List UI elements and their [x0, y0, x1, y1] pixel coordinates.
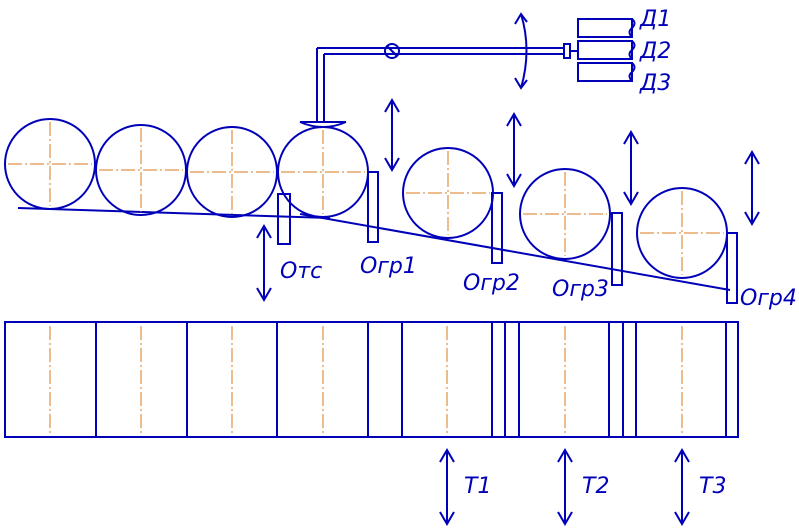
sensor-block-2 — [577, 40, 633, 60]
roll-1 — [4, 118, 96, 210]
pusher-2-arrow-icon — [557, 448, 573, 526]
limiter-3-arrow-icon — [623, 130, 639, 206]
limiter-2-plate — [491, 192, 503, 264]
limiter-1-plate — [367, 171, 379, 243]
sensor-label-1: Д1 — [639, 7, 671, 32]
pusher-label-1: Т1 — [464, 474, 491, 499]
rack-upper-line — [17, 207, 331, 219]
limiter-label-4: Огр4 — [740, 286, 797, 311]
limiter-1-arrow-icon — [384, 98, 400, 172]
pusher-1-arrow-icon — [439, 448, 455, 526]
sensor-blocks — [570, 18, 636, 82]
pusher-label-2: Т2 — [582, 474, 609, 499]
limiter-4-plate — [726, 232, 738, 304]
manipulator-pipe — [299, 43, 571, 128]
sensor-connector — [563, 43, 571, 59]
limiter-4-arrow-icon — [744, 150, 760, 226]
stopper-arrow-icon — [256, 224, 272, 302]
plan-centerlines — [49, 326, 683, 434]
motion-arrows — [256, 12, 760, 526]
limiter-3-plate — [611, 212, 623, 286]
pusher-3-arrow-icon — [674, 448, 690, 526]
sensor-label-3: Д3 — [639, 71, 671, 96]
roll-6 — [519, 168, 611, 260]
rolls-side-view — [4, 118, 738, 304]
roll-2 — [95, 124, 187, 216]
limiter-label-1: Огр1 — [360, 254, 417, 279]
pusher-label-3: Т3 — [699, 474, 726, 499]
limiter-2-arrow-icon — [506, 112, 522, 188]
plan-frame — [4, 321, 739, 438]
sensor-block-3 — [577, 62, 633, 82]
rack-incline-line — [299, 213, 731, 291]
stopper-label: Отс — [280, 259, 322, 284]
rolls-plan-view — [4, 321, 739, 438]
sensor-block-1 — [577, 18, 633, 38]
roll-centerlines — [8, 122, 724, 275]
valve-icon — [384, 43, 400, 59]
labels: Д1 Д2 Д3 Отс Огр1 Огр2 Огр3 Огр4 Т1 Т2 Т… — [280, 7, 797, 499]
sensor-swing-arrow-icon — [514, 12, 528, 90]
sensor-label-2: Д2 — [639, 39, 671, 64]
stopper-plate — [277, 193, 291, 245]
limiter-label-3: Огр3 — [552, 277, 609, 302]
limiter-label-2: Огр2 — [463, 271, 520, 296]
